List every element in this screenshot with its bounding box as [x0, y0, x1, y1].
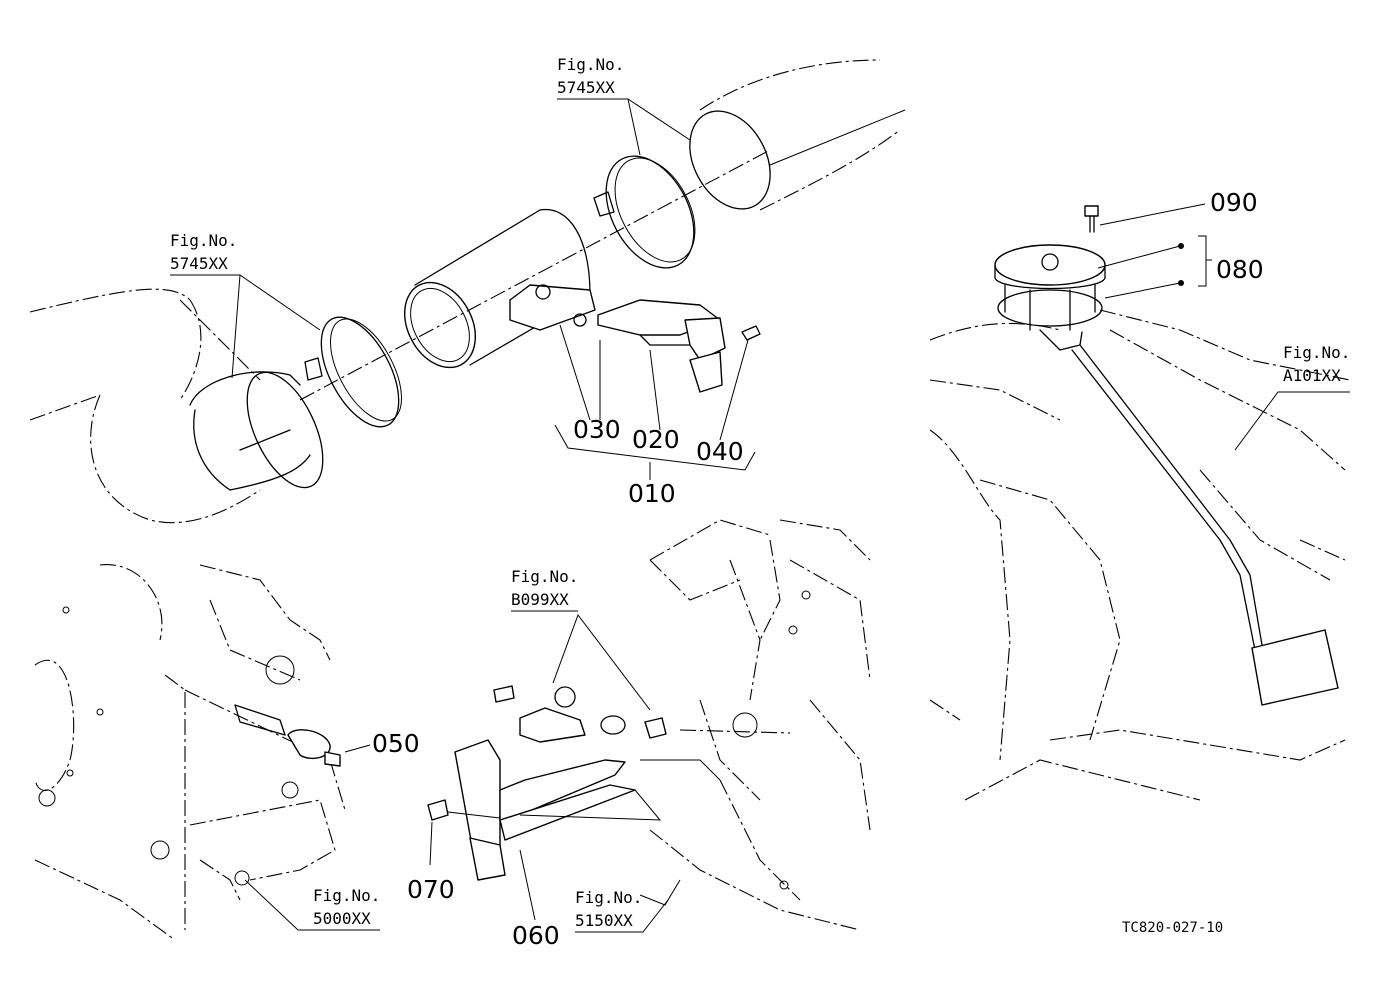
fuel-sender-assembly [929, 203, 1351, 801]
fig-ref-code: A101XX [1283, 366, 1341, 385]
fig-ref-code: 5745XX [170, 254, 228, 273]
part-label: 010 [628, 479, 676, 508]
part-label: 030 [573, 415, 621, 444]
fig-ref-title: Fig.No. [557, 55, 624, 74]
fig-ref-code: B099XX [511, 590, 569, 609]
engine-block-assembly [34, 564, 380, 941]
part-label: 060 [512, 921, 560, 950]
fig-ref-title: Fig.No. [313, 886, 380, 905]
part-label: 070 [407, 875, 455, 904]
fig-ref-title: Fig.No. [511, 567, 578, 586]
fig-ref-code: 5000XX [313, 909, 371, 928]
fig-ref-code: 5745XX [557, 78, 615, 97]
part-label: 080 [1216, 255, 1264, 284]
fig-ref-code: 5150XX [575, 911, 633, 930]
part-labels: 010 020 030 040 050 060 070 080 090 [372, 188, 1264, 950]
bracket-assembly [427, 519, 871, 931]
fig-ref-title: Fig.No. [1283, 343, 1350, 362]
part-label: 050 [372, 729, 420, 758]
part-label: 090 [1210, 188, 1258, 217]
fig-ref-title: Fig.No. [170, 231, 237, 250]
drawing-code: TC820-027-10 [1122, 920, 1223, 936]
fig-references: Fig.No. 5745XX Fig.No. 5745XX Fig.No. A1… [170, 55, 1350, 933]
intake-pipe-assembly [29, 59, 906, 524]
part-label: 040 [696, 437, 744, 466]
part-label: 020 [632, 425, 680, 454]
fig-ref-title: Fig.No. [575, 888, 642, 907]
